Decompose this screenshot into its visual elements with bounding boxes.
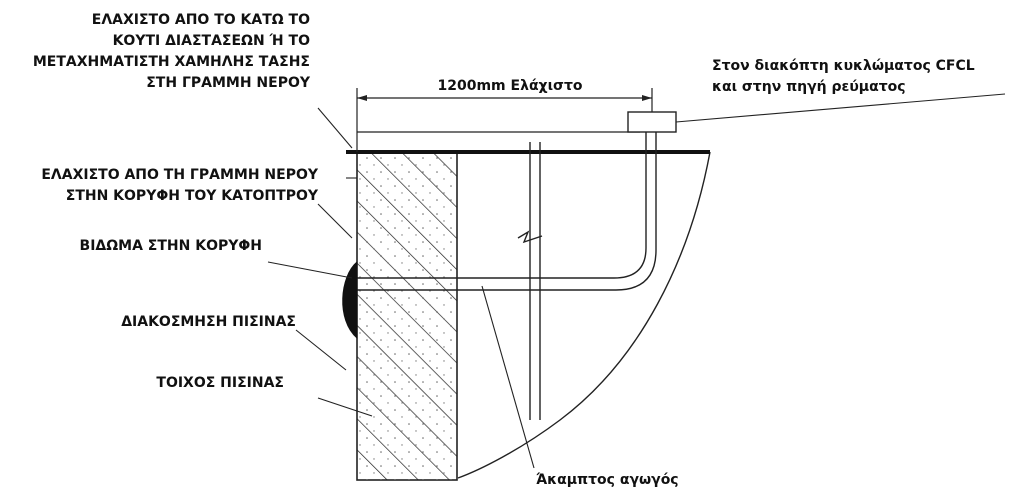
junction-box xyxy=(627,111,677,133)
pool-wall-dots xyxy=(357,152,457,480)
label-min-box-4: ΣΤΗ ΓΡΑΜΜΗ ΝΕΡΟΥ xyxy=(146,75,311,91)
leader-wall xyxy=(317,397,373,417)
leader-trim xyxy=(295,329,347,371)
conduit-inner xyxy=(357,132,647,279)
label-dimension: 1200mm Ελάχιστο xyxy=(438,78,583,94)
leader-cfcl xyxy=(675,93,1006,123)
leader-min-box xyxy=(317,107,353,149)
label-thread-top: ΒΙΔΩΜΑ ΣΤΗΝ ΚΟΡΥΦΗ xyxy=(80,238,262,254)
label-cfcl-1: Στον διακόπτη κυκλώματος CFCL xyxy=(712,58,975,74)
label-min-box-3: ΜΕΤΑΧΗΜΑΤΙΣΤΗ ΧΑΜΗΛΗΣ ΤΑΣΗΣ xyxy=(33,54,310,70)
pool-trim-shape xyxy=(342,260,358,340)
leader-min-water xyxy=(317,203,353,239)
earth-boundary xyxy=(457,151,711,479)
conduit-outer xyxy=(357,132,657,291)
label-pool-wall: ΤΟΙΧΟΣ ΠΙΣΙΝΑΣ xyxy=(156,375,284,391)
conduit-break-symbol xyxy=(517,230,543,244)
label-min-water-1: ΕΛΑΧΙΣΤΟ ΑΠΟ ΤΗ ΓΡΑΜΜΗ ΝΕΡΟΥ xyxy=(41,167,319,183)
label-min-box-2: ΚΟΥΤΙ ΔΙΑΣΤΑΣΕΩΝ Ή ΤΟ xyxy=(113,33,311,49)
leader-thread xyxy=(267,261,353,279)
label-min-water-2: ΣΤΗΝ ΚΟΡΥΦΗ ΤΟΥ ΚΑΤΟΠΤΡΟΥ xyxy=(66,188,319,204)
label-cfcl-2: και στην πηγή ρεύματος xyxy=(712,79,906,95)
leader-conduit xyxy=(481,285,535,469)
label-pool-trim: ΔΙΑΚΟΣΜΗΣΗ ΠΙΣΙΝΑΣ xyxy=(121,314,296,330)
dimension-arrow-right xyxy=(642,95,652,101)
label-min-box-1: ΕΛΑΧΙΣΤΟ ΑΠΟ ΤΟ ΚΑΤΩ ΤΟ xyxy=(92,12,310,28)
label-rigid-conduit: Άκαμπτος αγωγός xyxy=(536,472,679,488)
dimension-arrow-left xyxy=(357,95,367,101)
